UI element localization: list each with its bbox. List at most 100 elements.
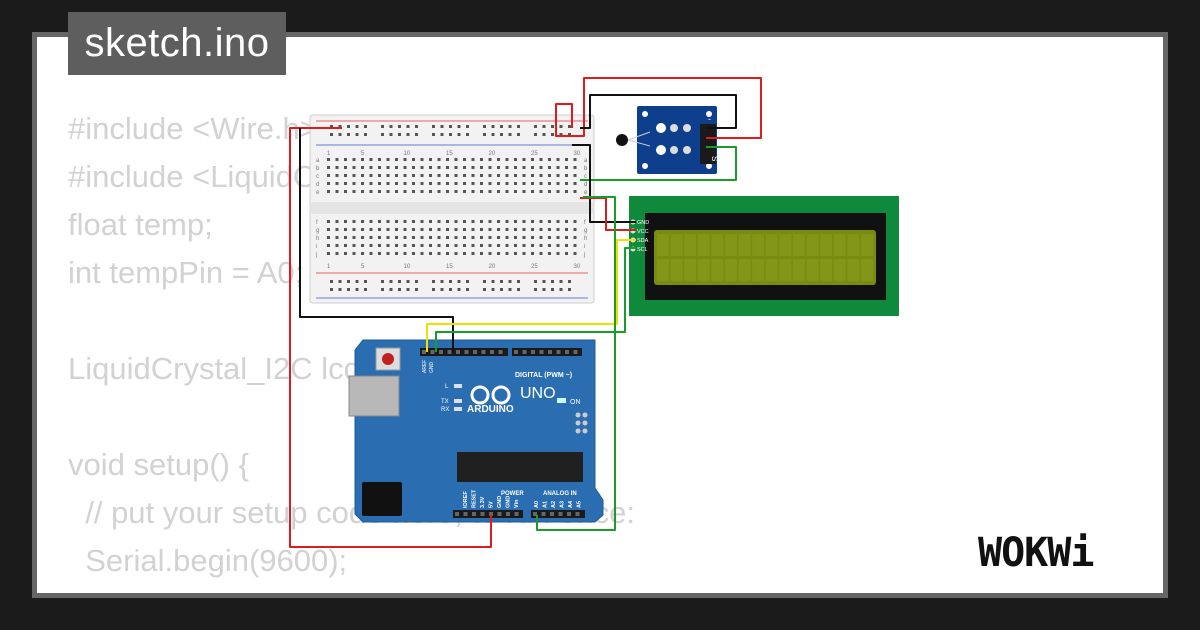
breadboard-hole xyxy=(522,158,526,161)
breadboard-hole xyxy=(446,244,449,247)
wire-green-a0 xyxy=(536,196,616,531)
lcd-cell xyxy=(738,234,751,256)
breadboard-hole xyxy=(517,288,520,291)
breadboard-hole xyxy=(463,158,466,161)
breadboard-hole xyxy=(573,228,577,231)
breadboard-hole xyxy=(364,125,367,128)
breadboard-hole xyxy=(429,158,432,161)
breadboard-hole xyxy=(514,174,517,177)
header-pin xyxy=(463,512,468,516)
breadboard-hole xyxy=(369,236,373,239)
icsp-pin xyxy=(575,428,581,434)
breadboard-hole xyxy=(531,166,534,169)
header-pin xyxy=(556,350,561,354)
breadboard-hole xyxy=(335,182,339,185)
lcd-pin-label: SCL xyxy=(637,247,648,253)
breadboard-hole xyxy=(420,220,424,223)
wire-black-gnd xyxy=(299,128,454,352)
breadboard-hole xyxy=(415,288,418,291)
breadboard-hole xyxy=(369,182,373,185)
breadboard-hole xyxy=(565,166,568,169)
lcd-pin-label: VCC xyxy=(637,229,649,235)
breadboard-hole xyxy=(480,228,483,231)
breadboard-row-label: h xyxy=(316,236,319,242)
breadboard-hole xyxy=(480,236,483,239)
breadboard-hole xyxy=(508,288,512,291)
breadboard-hole xyxy=(327,236,330,239)
icsp-pin xyxy=(575,412,581,418)
breadboard-hole xyxy=(352,190,356,193)
breadboard-hole xyxy=(437,236,441,239)
breadboard-hole xyxy=(531,252,534,255)
lcd-cell xyxy=(697,234,710,256)
breadboard-hole xyxy=(420,166,424,169)
breadboard-hole xyxy=(420,190,424,193)
breadboard-hole xyxy=(432,280,435,283)
breadboard-hole xyxy=(471,174,475,177)
breadboard-hole xyxy=(369,174,373,177)
breadboard-hole xyxy=(497,166,500,169)
breadboard-hole xyxy=(361,182,364,185)
breadboard-hole xyxy=(440,288,444,291)
breadboard-hole xyxy=(420,236,424,239)
thermistor-icon xyxy=(616,134,628,146)
breadboard-hole xyxy=(403,190,407,193)
breadboard-hole xyxy=(514,236,517,239)
lcd-cell xyxy=(657,234,669,256)
file-tab[interactable]: sketch.ino xyxy=(68,12,286,75)
infinity-logo-icon xyxy=(470,385,511,405)
header-pin xyxy=(575,512,580,516)
breadboard-hole xyxy=(395,174,398,177)
breadboard-hole xyxy=(415,280,418,283)
breadboard-hole xyxy=(463,244,466,247)
breadboard-hole xyxy=(420,228,424,231)
breadboard-hole xyxy=(508,125,512,128)
breadboard-row-label: e xyxy=(584,190,588,196)
breadboard-hole xyxy=(466,288,469,291)
breadboard-hole xyxy=(531,158,534,161)
breadboard-hole xyxy=(534,125,537,128)
breadboard-hole xyxy=(559,125,563,128)
breadboard-hole xyxy=(565,244,568,247)
breadboard-hole xyxy=(471,244,475,247)
breadboard-row-label: j xyxy=(583,252,585,258)
breadboard-hole xyxy=(403,182,407,185)
breadboard-hole xyxy=(514,228,517,231)
lcd-cell xyxy=(657,259,669,281)
breadboard-hole xyxy=(420,158,424,161)
breadboard-hole xyxy=(369,252,373,255)
breadboard-hole xyxy=(378,236,381,239)
breadboard-hole xyxy=(429,228,432,231)
breadboard-hole xyxy=(522,190,526,193)
breadboard-hole xyxy=(352,182,356,185)
header-pin xyxy=(439,350,443,354)
breadboard-hole xyxy=(432,133,435,136)
header-pin xyxy=(506,512,510,516)
breadboard-hole xyxy=(420,174,424,177)
breadboard-hole xyxy=(369,228,373,231)
breadboard-hole xyxy=(505,158,509,161)
breadboard-column-label: 20 xyxy=(489,151,496,157)
breadboard-hole xyxy=(412,244,415,247)
breadboard-hole xyxy=(556,236,560,239)
breadboard-hole xyxy=(335,244,339,247)
header-pin xyxy=(522,350,527,354)
breadboard-hole xyxy=(500,125,503,128)
breadboard-hole xyxy=(403,174,407,177)
breadboard-hole xyxy=(347,133,350,136)
breadboard-hole xyxy=(483,133,486,136)
breadboard-column-label: 30 xyxy=(574,264,581,270)
header-pin xyxy=(541,512,546,516)
breadboard-hole xyxy=(491,125,495,128)
breadboard-hole xyxy=(412,158,415,161)
breadboard-hole xyxy=(497,252,500,255)
breadboard-hole xyxy=(559,133,563,136)
breadboard-hole xyxy=(573,244,577,247)
breadboard-hole xyxy=(335,158,339,161)
breadboard-hole xyxy=(432,288,435,291)
breadboard-hole xyxy=(420,182,424,185)
breadboard-hole xyxy=(542,280,546,283)
code-line: Serial.begin(9600); xyxy=(68,543,348,578)
breadboard-hole xyxy=(531,236,534,239)
